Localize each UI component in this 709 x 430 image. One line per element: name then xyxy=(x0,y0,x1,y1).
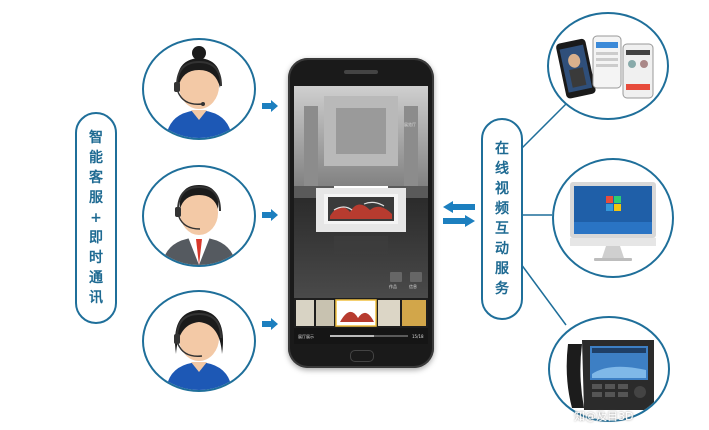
agent-circle-3 xyxy=(142,290,256,392)
left-label-char: 能 xyxy=(89,150,103,166)
right-label-char: 视 xyxy=(495,181,509,197)
agent-circle-2 xyxy=(142,165,256,267)
left-label-char: + xyxy=(90,210,102,226)
device-circle-deskphone xyxy=(548,316,670,422)
phone-screen: 展览厅 作品 信息 展厅展示 15/18 xyxy=(294,86,428,344)
mobile-app-screens-icon xyxy=(556,35,654,99)
right-label-pill: 在 线 视 频 互 动 服 务 xyxy=(481,118,523,320)
gallery-scene xyxy=(294,86,428,344)
right-label-char: 务 xyxy=(495,281,509,297)
arrow-right-icon xyxy=(262,318,278,330)
device-circle-desktop xyxy=(552,158,674,278)
arrow-right-icon xyxy=(262,209,278,221)
left-label-char: 客 xyxy=(89,170,103,186)
right-label-char: 在 xyxy=(495,141,509,157)
bottom-left-text: 展厅展示 xyxy=(298,334,314,339)
phone-home-button xyxy=(350,350,374,362)
left-label-char: 讯 xyxy=(89,290,103,306)
left-label-char: 即 xyxy=(89,230,103,246)
left-label-char: 智 xyxy=(89,130,103,146)
left-label-char: 服 xyxy=(89,190,103,206)
left-label-pill: 智 能 客 服 + 即 时 通 讯 xyxy=(75,112,117,324)
desktop-computer-icon xyxy=(570,182,656,261)
info-button[interactable]: 信息 xyxy=(409,284,417,289)
male-agent-icon xyxy=(162,185,236,265)
double-arrow-icon xyxy=(443,201,475,227)
watermark-text: 知@及目3D xyxy=(574,410,634,423)
customer-service-agent-icon xyxy=(166,310,232,390)
works-button[interactable]: 作品 xyxy=(389,284,397,289)
right-label-char: 动 xyxy=(495,241,509,257)
phone-speaker xyxy=(344,70,378,74)
left-label-char: 通 xyxy=(89,270,103,286)
device-circle-mobile xyxy=(547,12,669,120)
smartphone: 展览厅 作品 信息 展厅展示 15/18 xyxy=(288,58,434,368)
desk-phone-icon xyxy=(566,340,654,410)
right-label-char: 互 xyxy=(495,221,509,237)
page-counter: 15/18 xyxy=(412,334,424,339)
screen-title-text: 展览厅 xyxy=(404,122,416,127)
right-label-char: 线 xyxy=(495,161,509,177)
right-label-char: 服 xyxy=(495,261,509,277)
customer-service-agent-icon xyxy=(166,46,232,138)
right-label-char: 频 xyxy=(495,201,509,217)
left-label-char: 时 xyxy=(89,250,103,266)
arrow-right-icon xyxy=(262,100,278,112)
agent-circle-1 xyxy=(142,38,256,140)
